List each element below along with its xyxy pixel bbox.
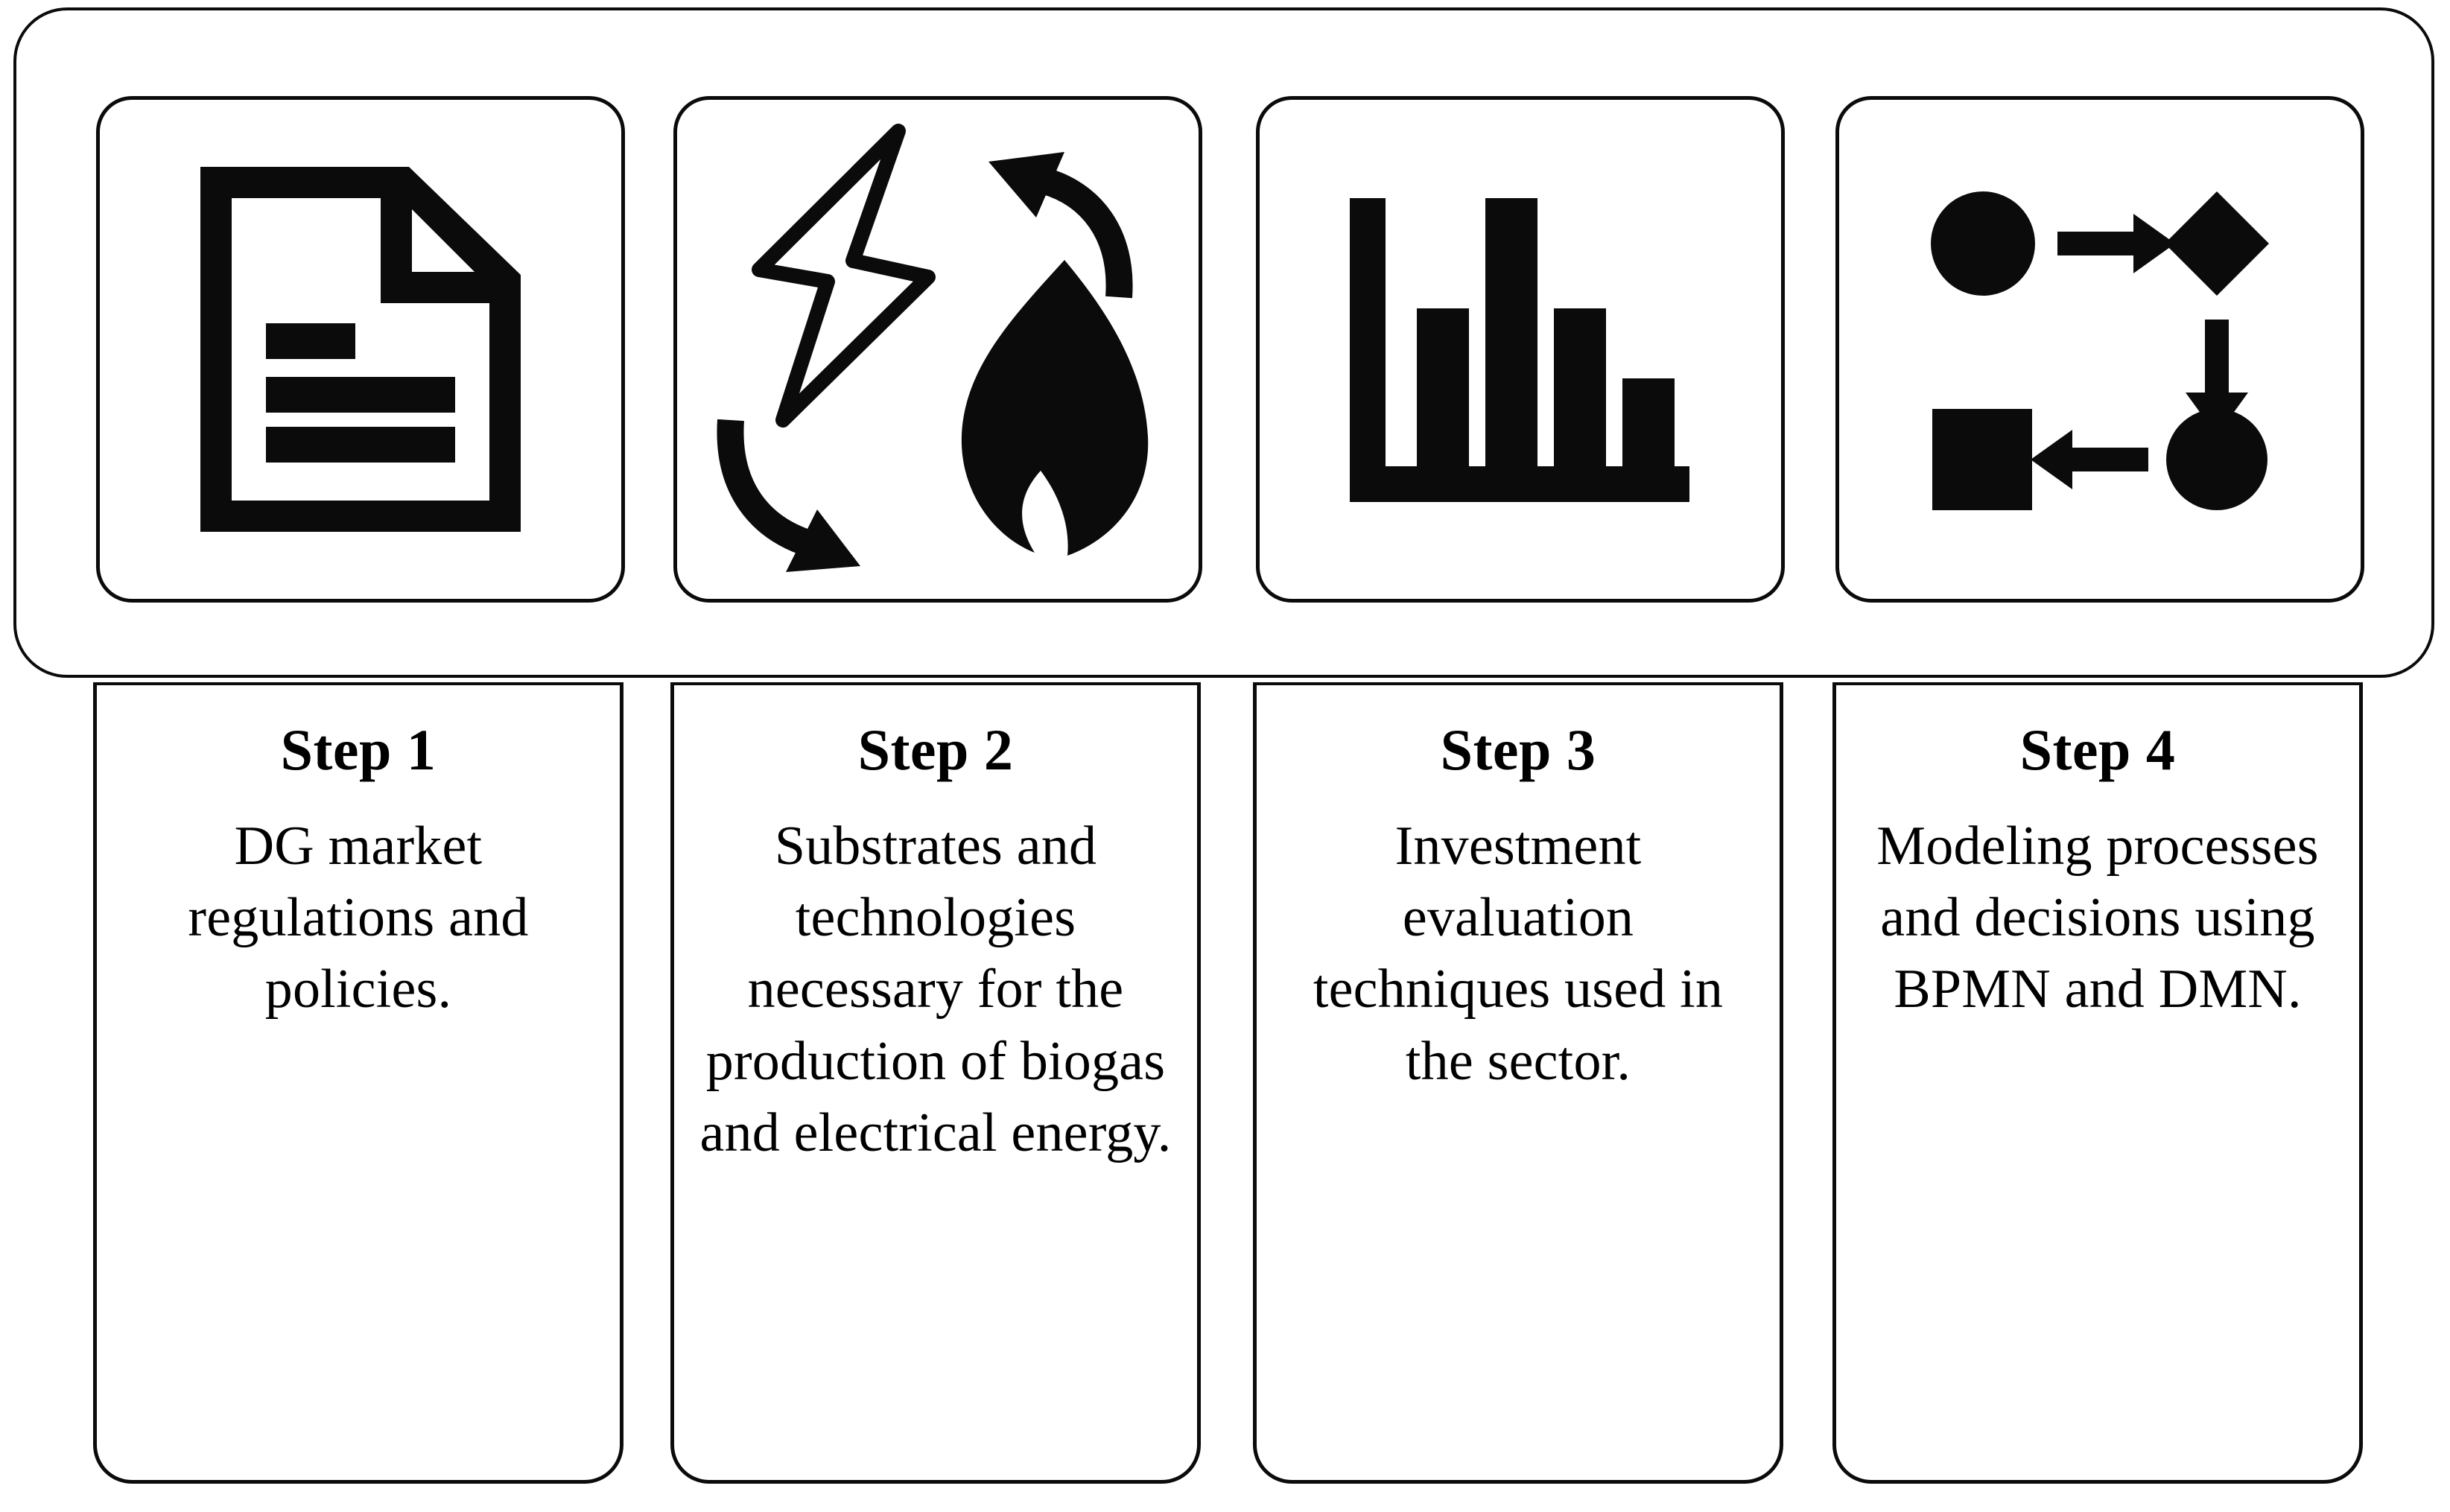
icon-card-step-1[interactable]: [96, 96, 625, 603]
bar-chart-icon: [1345, 189, 1695, 509]
step-title-2: Step 2: [857, 717, 1014, 782]
energy-conversion-icon: [714, 122, 1161, 576]
icon-row: [16, 10, 2431, 675]
step-body-3: Investment evaluation techniques used in…: [1313, 816, 1724, 1092]
flowchart-icon: [1925, 185, 2275, 513]
step-card-3[interactable]: Step 3 Investment evaluation techniques …: [1253, 682, 1783, 1484]
icon-card-step-4[interactable]: [1835, 96, 2364, 603]
step-body-1: DG market regulations and policies.: [188, 816, 529, 1020]
icon-card-step-3[interactable]: [1256, 96, 1785, 603]
step-card-1[interactable]: Step 1 DG market regulations and policie…: [93, 682, 623, 1484]
step-title-3: Step 3: [1440, 717, 1596, 782]
icon-row-container: [13, 7, 2434, 678]
step-card-4[interactable]: Step 4 Modeling processes and decisions …: [1832, 682, 2363, 1484]
document-icon: [185, 156, 536, 543]
step-title-1: Step 1: [280, 717, 437, 782]
step-title-4: Step 4: [2019, 717, 2176, 782]
icon-card-step-2[interactable]: [673, 96, 1202, 603]
step-card-2[interactable]: Step 2 Substrates and technologies neces…: [670, 682, 1201, 1484]
step-body-4: Modeling processes and decisions using B…: [1876, 816, 2319, 1020]
step-body-2: Substrates and technologies necessary fo…: [699, 816, 1172, 1163]
